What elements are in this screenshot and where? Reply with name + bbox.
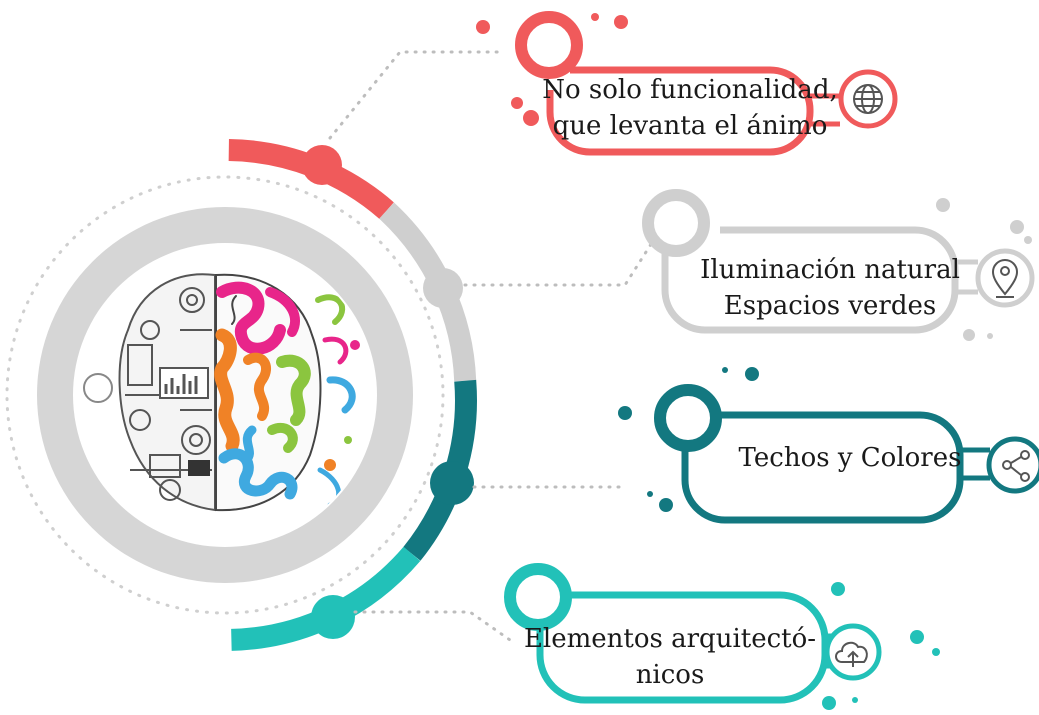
arc-node-4 [311, 595, 355, 639]
connector-2 [463, 228, 662, 287]
item-1-dots [476, 13, 628, 126]
item-4-shape [504, 563, 882, 704]
item-3-dots [618, 367, 759, 512]
item-1-shape [515, 11, 898, 156]
globe-icon [853, 84, 883, 114]
item-3-line-1: Techos y Colores [738, 443, 962, 473]
item-2-line-2: Espacios verdes [723, 291, 937, 321]
arc-node-3 [430, 461, 474, 505]
location-pin-icon [991, 259, 1019, 298]
item-3-label: Techos y Colores [730, 438, 970, 478]
share-icon [1002, 450, 1030, 482]
connector-1 [328, 50, 507, 140]
connector-4 [353, 610, 512, 642]
cloud-upload-icon [835, 641, 868, 667]
arc-node-2 [423, 268, 463, 308]
arc-node-1 [302, 145, 342, 185]
item-4-dots [822, 582, 940, 710]
item-2-line-1: Iluminación natural [700, 255, 960, 285]
item-4-label: Elementos arquitectó- nicos [520, 618, 820, 696]
item-4-line-1: Elementos arquitectó- [523, 624, 817, 654]
item-2-label: Iluminación natural Espacios verdes [695, 250, 965, 326]
outer-dotted-ring [5, 175, 445, 615]
item-2-dots [936, 198, 1032, 341]
item-2-shape [642, 189, 1035, 334]
item-1-label: No solo funcionalidad, que levanta el án… [535, 68, 845, 148]
brain-illustration [75, 245, 375, 545]
item-4-line-2: nicos [635, 660, 705, 690]
item-1-line-2: que levanta el ánimo [552, 111, 828, 141]
item-1-line-1: No solo funcionalidad, [542, 75, 838, 105]
